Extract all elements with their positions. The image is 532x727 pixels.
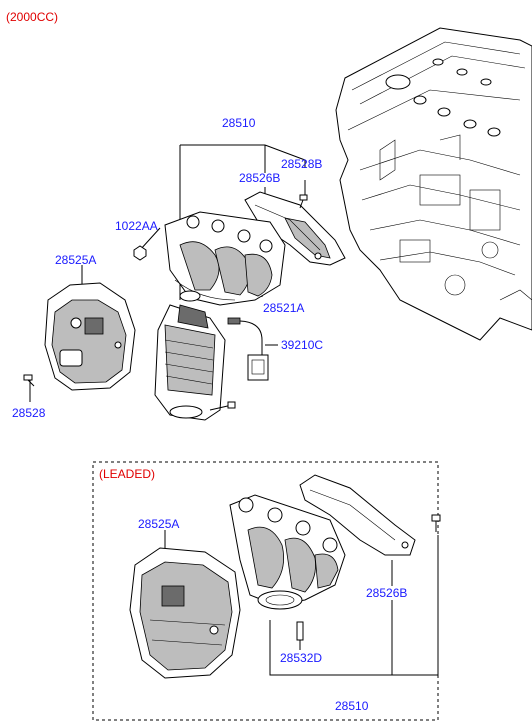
bolt-28528b-icon xyxy=(299,194,308,209)
label-28528: 28528 xyxy=(12,406,46,420)
label-28521a: 28521A xyxy=(263,301,304,315)
label-28526b-leaded: 28526B xyxy=(366,586,407,600)
heat-protector-leaded xyxy=(129,547,241,679)
label-28528b: 28528B xyxy=(281,157,322,171)
heat-protector-top xyxy=(44,282,136,391)
engine-block-illustration xyxy=(335,27,532,341)
heat-shield-leaded xyxy=(299,474,441,556)
catalytic-converter-top xyxy=(154,304,236,421)
leaded-title: (LEADED) xyxy=(99,467,155,481)
label-28510-top: 28510 xyxy=(222,116,256,130)
label-1022aa: 1022AA xyxy=(115,219,158,233)
variant-label: (2000CC) xyxy=(6,10,58,24)
bolt-28528-icon xyxy=(23,374,35,387)
exhaust-manifold-leaded xyxy=(229,494,346,641)
heat-shield-plate-top xyxy=(244,191,346,266)
label-28525a-top: 28525A xyxy=(55,253,96,267)
label-28525a-leaded: 28525A xyxy=(138,517,179,531)
nut-1022aa-icon xyxy=(133,245,147,261)
oxygen-sensor-top xyxy=(227,317,269,381)
label-28526b-top: 28526B xyxy=(239,171,280,185)
leader-lines-leaded xyxy=(164,530,439,676)
label-28510-leaded: 28510 xyxy=(335,699,369,713)
label-28532d: 28532D xyxy=(280,651,322,665)
label-39210c: 39210C xyxy=(281,338,323,352)
exhaust-manifold-top xyxy=(164,211,286,306)
